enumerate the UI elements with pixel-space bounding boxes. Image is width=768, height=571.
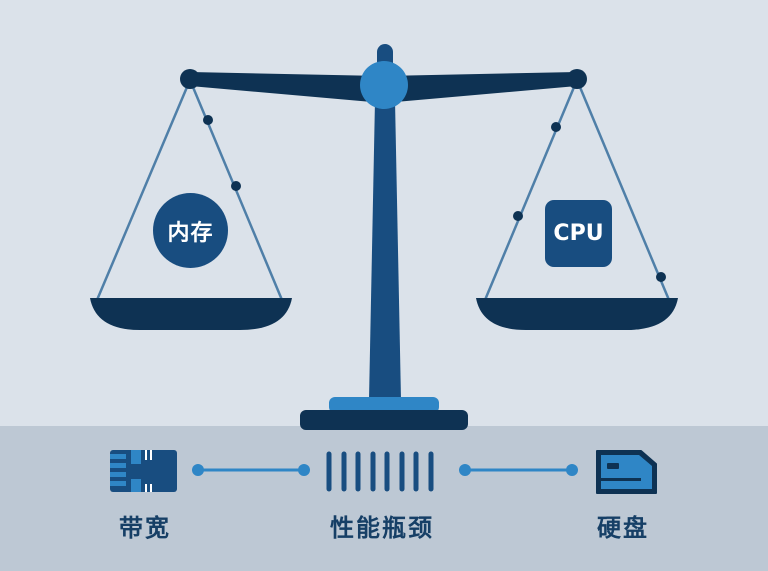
memory-chip-icon [110, 450, 177, 492]
memory-badge: 内存 [153, 193, 228, 268]
disk-drive-icon [596, 450, 657, 494]
connector-left [192, 464, 310, 476]
beam-center-hub [360, 61, 408, 109]
left-pan [90, 298, 292, 330]
scale-base-lower [300, 410, 468, 430]
bottleneck-label: 性能瓶颈 [330, 514, 434, 542]
left-string-beads [203, 115, 241, 191]
right-pan-strings [483, 79, 671, 301]
right-string-beads [513, 122, 666, 282]
cpu-badge: CPU [545, 200, 612, 267]
scale-pillar [369, 100, 401, 400]
disk-label: 硬盘 [597, 514, 649, 542]
scale-base-upper [329, 397, 439, 413]
bandwidth-label: 带宽 [119, 514, 171, 542]
beam-left-pivot [180, 69, 200, 89]
connector-right [459, 464, 578, 476]
right-pan [476, 298, 678, 330]
cpu-label: CPU [553, 221, 604, 246]
memory-label: 内存 [167, 220, 214, 246]
vertical-bars-icon [326, 451, 434, 492]
beam-right-pivot [567, 69, 587, 89]
